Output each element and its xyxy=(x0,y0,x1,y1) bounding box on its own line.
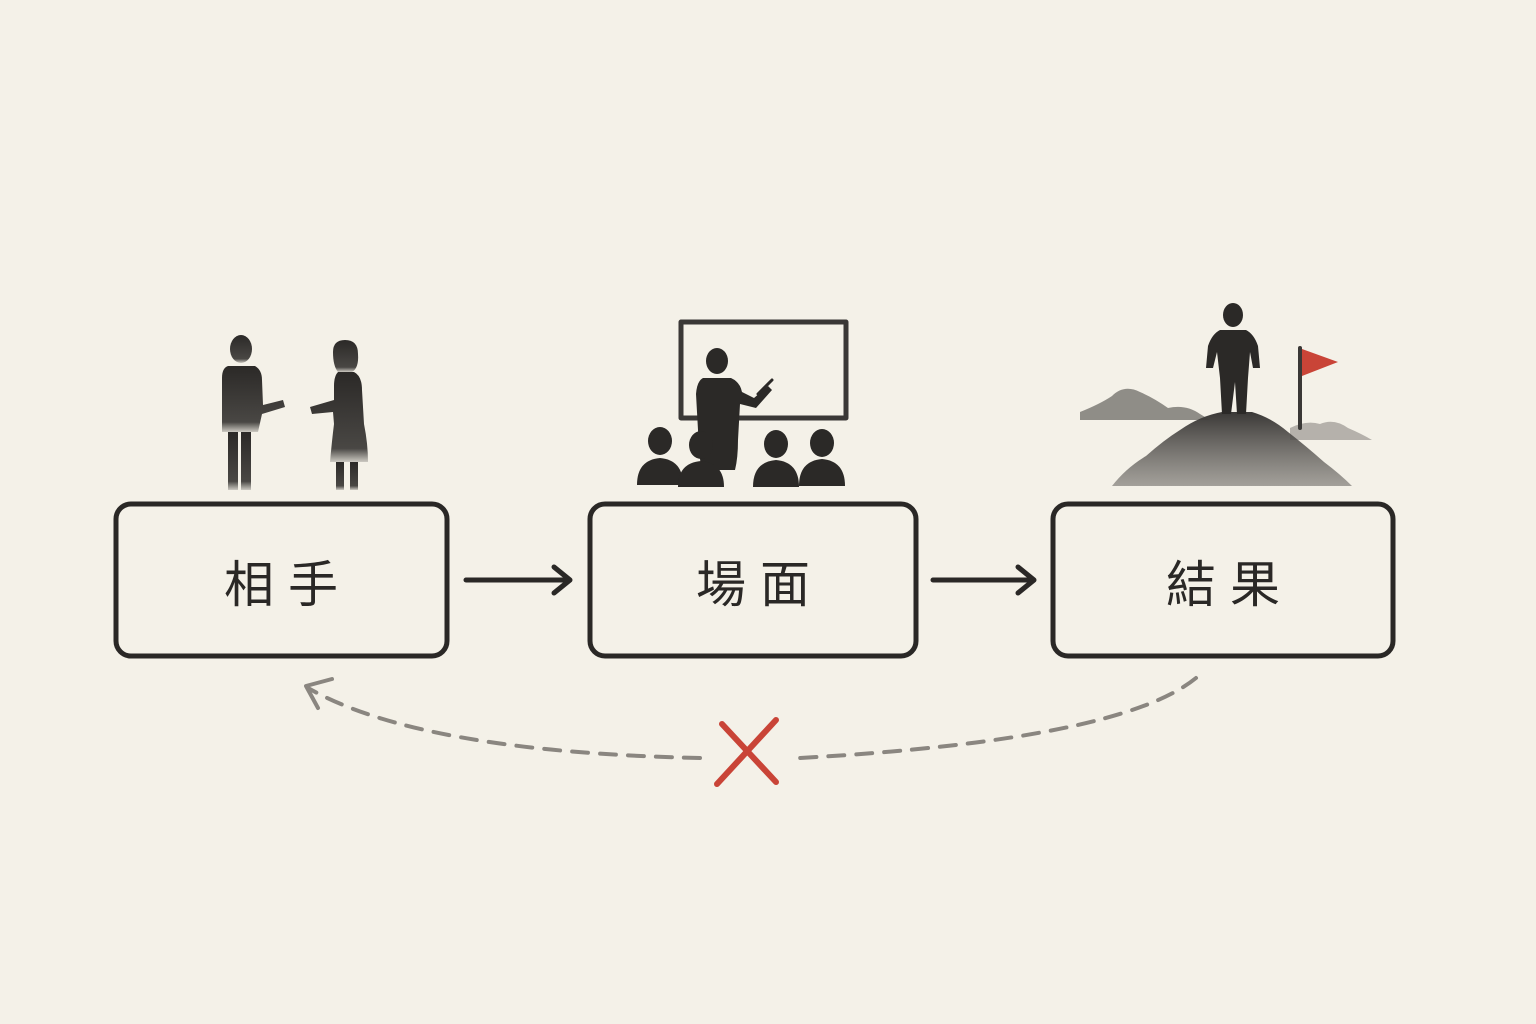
audience-member xyxy=(637,427,683,485)
audience-member xyxy=(753,430,799,487)
summit-mountain xyxy=(1112,412,1352,486)
presentation-audience-icon xyxy=(637,319,849,487)
arrow-partner-to-scene xyxy=(463,564,573,596)
node-partner-box xyxy=(113,501,450,659)
dashed-return-path-right xyxy=(798,676,1198,760)
red-flag xyxy=(1302,349,1338,376)
node-partner: 相手 xyxy=(113,501,450,659)
distant-hills-left xyxy=(1080,388,1210,420)
node-result-label: 結果 xyxy=(1166,556,1294,614)
arrow-scene-to-result xyxy=(930,564,1037,596)
woman-silhouette xyxy=(310,340,368,490)
presenter-silhouette xyxy=(696,348,772,470)
dashed-return-arrowhead xyxy=(304,677,334,710)
man-silhouette xyxy=(222,335,285,490)
audience-member xyxy=(678,431,724,487)
distant-hills-right xyxy=(1290,421,1372,440)
mountain-summit-flag-icon xyxy=(1080,303,1372,486)
audience-member xyxy=(799,429,845,486)
node-scene-label: 場面 xyxy=(696,556,824,614)
audience-silhouettes xyxy=(637,427,845,487)
node-result: 結果 xyxy=(1050,501,1396,659)
cross-icon xyxy=(714,717,779,787)
dashed-return-path-left xyxy=(306,686,702,760)
node-partner-label: 相手 xyxy=(224,556,352,614)
pointer-stick xyxy=(756,378,774,396)
projection-screen xyxy=(678,319,849,421)
node-scene-box xyxy=(587,501,919,659)
node-result-box xyxy=(1050,501,1396,659)
node-scene: 場面 xyxy=(587,501,919,659)
dashed-return-arrow xyxy=(304,676,1198,760)
summit-person-silhouette xyxy=(1206,303,1260,414)
two-people-talking-icon xyxy=(222,335,368,490)
